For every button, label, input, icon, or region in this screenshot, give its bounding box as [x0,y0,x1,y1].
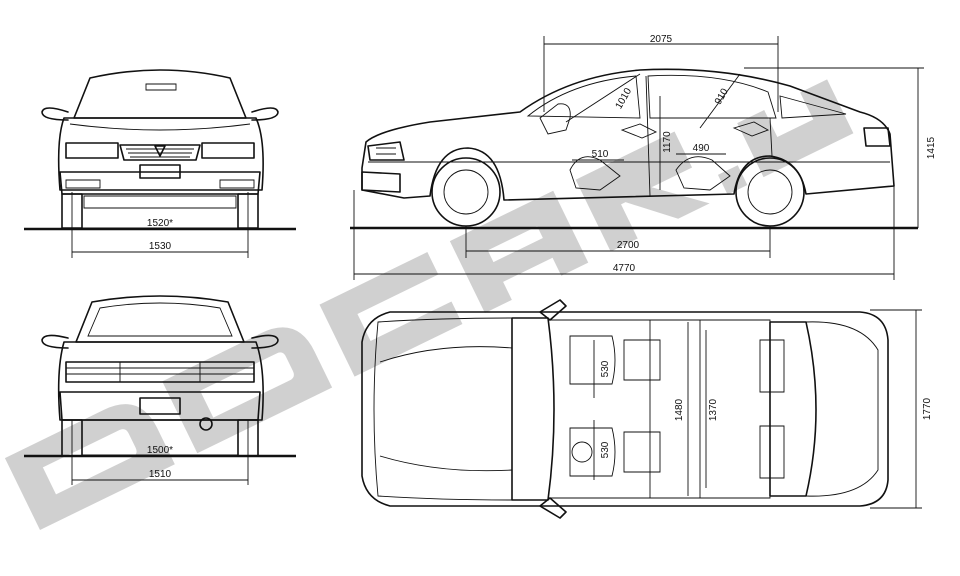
length-label: 4770 [613,263,636,274]
side-view: 2075 1415 1010 910 510 490 1170 2700 477… [350,34,937,280]
shoulder-width-1-label: 1480 [674,398,685,421]
shoulder-width-2-label: 1370 [708,398,719,421]
rear-view: 1500* 1510 [24,295,296,485]
height-label: 1415 [926,136,937,159]
front-seat-depth-label: 510 [592,149,609,160]
rear-seat-width-label: 530 [600,441,611,458]
rear-track-label: 1510 [149,469,172,480]
rear-seat-depth-label: 490 [693,143,710,154]
width-label: 1770 [922,397,933,420]
top-view: 530 530 1480 1370 1770 [361,299,933,519]
front-track-star-label: 1520* [147,218,173,229]
wheelbase-label: 2700 [617,240,640,251]
front-seat-width-label: 530 [600,360,611,377]
front-legroom-label: 1010 [614,86,635,111]
roof-length-label: 2075 [650,34,673,45]
rear-track-star-label: 1500* [147,445,173,456]
watermark [4,79,854,530]
front-view: 1520* 1530 [24,69,296,258]
front-headroom-label: 1170 [662,131,673,153]
front-track-label: 1530 [149,241,172,252]
